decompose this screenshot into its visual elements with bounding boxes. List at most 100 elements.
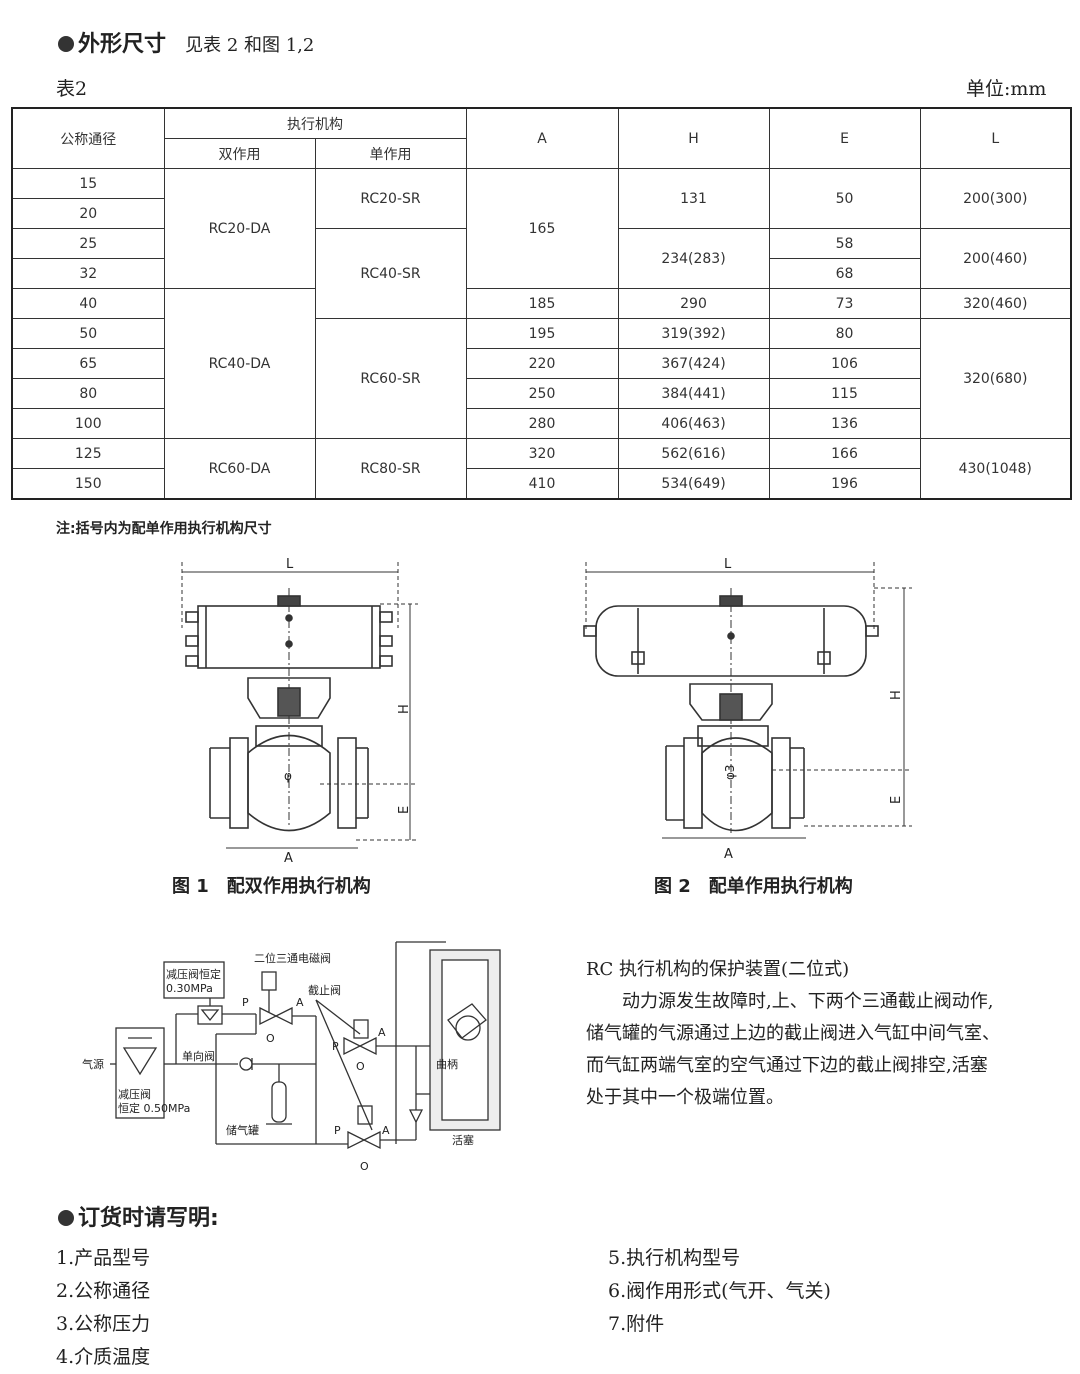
cell-dn: 40	[11, 288, 165, 319]
reducer1-label-line1: 减压阀恒定	[166, 967, 221, 981]
lower-valve-P-label: P	[334, 1124, 341, 1137]
cell-double: RC20-DA	[163, 168, 316, 289]
cell-dn: 50	[11, 318, 165, 349]
description-title: RC 执行机构的保护装置(二位式)	[586, 959, 850, 980]
cell-dn: 25	[11, 228, 165, 259]
cell-H: 406(463)	[617, 408, 770, 439]
piston-label: 活塞	[452, 1133, 474, 1147]
order-item: 1.产品型号	[56, 1247, 151, 1269]
header-H: H	[617, 107, 770, 169]
cell-H: 367(424)	[617, 348, 770, 379]
cell-E: 50	[768, 168, 921, 229]
fig2-phi-label: φ3	[723, 764, 737, 780]
cell-L: 200(300)	[919, 168, 1072, 229]
table-row: 40 RC40-DA 185 290 73 320(460)	[11, 288, 1072, 439]
cell-single: RC80-SR	[314, 438, 467, 500]
cell-E: 196	[768, 468, 921, 500]
fig1-H-label: H	[397, 704, 412, 714]
lower-valve-O-label: O	[360, 1160, 369, 1173]
table-header-row: 公称通径 执行机构 A H E L	[11, 107, 1072, 169]
cell-dn: 150	[11, 468, 165, 500]
cell-H: 234(283)	[617, 228, 770, 289]
table-row: 100 280 406(463) 136	[11, 408, 1071, 439]
fig2-A-label: A	[724, 847, 733, 862]
protection-schematic: 减压阀恒定 0.30MPa 减压阀 恒定 0.50MPa 气源 单向阀 二位三通…	[82, 941, 501, 1173]
solenoid-label: 二位三通电磁阀	[254, 951, 331, 965]
header-double: 双作用	[163, 138, 316, 169]
figure1-drawing: L φ H E A	[181, 557, 418, 866]
cell-dn: 20	[11, 198, 165, 229]
header-L: L	[919, 107, 1072, 169]
cell-E: 136	[768, 408, 921, 439]
cell-A: 165	[465, 168, 619, 289]
cell-E: 115	[768, 378, 921, 409]
description-line: 而气缸两端气室的空气通过下边的截止阀排空,活塞	[586, 1055, 988, 1076]
table-row: 80 250 384(441) 115	[11, 378, 1071, 409]
cell-dn: 100	[11, 408, 165, 439]
table-row: 50 RC60-SR 195 319(392) 80 320(680)	[11, 318, 1072, 439]
bullet-icon	[58, 36, 74, 52]
cell-E: 166	[768, 438, 921, 469]
cell-L: 200(460)	[919, 228, 1072, 289]
table-row: 125 RC60-DA RC80-SR 320 562(616) 166 430…	[11, 438, 1072, 500]
reducer1-label-line2: 0.30MPa	[166, 982, 213, 995]
table-label: 表2	[56, 78, 88, 100]
table-row: 32 68	[11, 258, 1071, 289]
fig1-E-label: E	[397, 806, 412, 814]
cell-A: 320	[465, 438, 619, 469]
order-item: 6.阀作用形式(气开、气关)	[608, 1280, 831, 1302]
cell-H: 384(441)	[617, 378, 770, 409]
cell-E: 80	[768, 318, 921, 349]
cell-dn: 125	[11, 438, 165, 469]
cell-dn: 32	[11, 258, 165, 289]
header-A: A	[465, 107, 619, 169]
solenoid-O-label: O	[266, 1032, 275, 1045]
cell-A: 185	[465, 288, 619, 319]
header-nominal: 公称通径	[11, 107, 165, 169]
order-item: 4.介质温度	[56, 1346, 151, 1368]
cell-L: 430(1048)	[919, 438, 1072, 500]
cell-A: 220	[465, 348, 619, 379]
table-row: 15 RC20-DA RC20-SR 165 131 50 200(300)	[11, 168, 1072, 289]
table-row: 65 220 367(424) 106	[11, 348, 1071, 379]
section-subtitle: 见表 2 和图 1,2	[185, 35, 315, 56]
fig2-E-label: E	[889, 796, 904, 804]
order-item: 7.附件	[608, 1313, 665, 1335]
cell-E: 73	[768, 288, 921, 319]
check-valve-label: 单向阀	[182, 1049, 215, 1063]
cell-dn: 15	[11, 168, 165, 199]
cell-L: 320(460)	[919, 288, 1072, 319]
cell-H: 131	[617, 168, 770, 229]
cell-A: 280	[465, 408, 619, 439]
cell-E: 106	[768, 348, 921, 379]
protection-description: RC 执行机构的保护装置(二位式) 动力源发生故障时,上、下两个三通截止阀动作,…	[586, 954, 1076, 1114]
reducer2-label-line2: 恒定 0.50MPa	[118, 1101, 190, 1115]
gas-source-label: 气源	[82, 1057, 104, 1071]
header-E: E	[768, 107, 921, 169]
cell-single: RC20-SR	[314, 168, 467, 229]
cell-double: RC60-DA	[163, 438, 316, 500]
crank-label: 曲柄	[436, 1058, 458, 1071]
table-note: 注:括号内为配单作用执行机构尺寸	[56, 521, 272, 537]
cell-L: 320(680)	[919, 318, 1072, 439]
tank-label: 储气罐	[226, 1123, 259, 1137]
cell-H: 290	[617, 288, 770, 319]
reducer2-label-line1: 减压阀	[118, 1087, 151, 1101]
stop-valve-label: 截止阀	[308, 983, 341, 997]
order-item: 3.公称压力	[56, 1313, 151, 1335]
order-list-left: 1.产品型号 2.公称通径 3.公称压力 4.介质温度	[56, 1242, 150, 1374]
cell-E: 58	[768, 228, 921, 259]
cell-single: RC60-SR	[314, 318, 467, 439]
bullet-icon	[58, 1210, 74, 1226]
figure2-caption: 图 2 配单作用执行机构	[654, 876, 853, 897]
figure2-drawing: L φ3 H E A	[583, 557, 912, 862]
fig1-L-label: L	[286, 557, 294, 572]
table-header-row: 双作用 单作用	[12, 138, 1071, 169]
upper-valve-O-label: O	[356, 1060, 365, 1073]
upper-valve-A-label: A	[378, 1026, 386, 1039]
fig1-A-label: A	[284, 851, 293, 866]
cell-A: 250	[465, 378, 619, 409]
cell-dn: 65	[11, 348, 165, 379]
description-line: 储气罐的气源通过上边的截止阀进入气缸中间气室、	[586, 1023, 1000, 1044]
solenoid-P-label: P	[242, 996, 249, 1009]
